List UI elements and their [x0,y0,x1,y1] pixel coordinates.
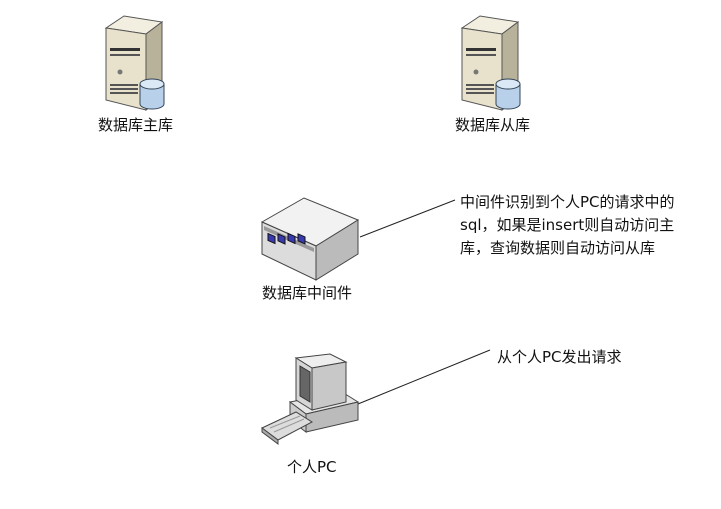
master-db-label: 数据库主库 [98,116,174,134]
middleware-appliance-icon [260,197,360,281]
database-server-icon [104,15,165,111]
slave-db-label: 数据库从库 [455,116,531,134]
middleware-note: 中间件识别到个人PC的请求中的sql，如果是insert则自动访问主库，查询数据… [460,193,675,257]
middleware-note-connector [359,199,456,238]
database-server-icon [460,15,521,111]
pc-note: 从个人PC发出请求 [497,348,622,366]
pc-label: 个人PC [287,458,337,476]
pc-note-connector [357,349,491,405]
personal-computer-icon [261,353,360,445]
middleware-label: 数据库中间件 [262,284,353,302]
